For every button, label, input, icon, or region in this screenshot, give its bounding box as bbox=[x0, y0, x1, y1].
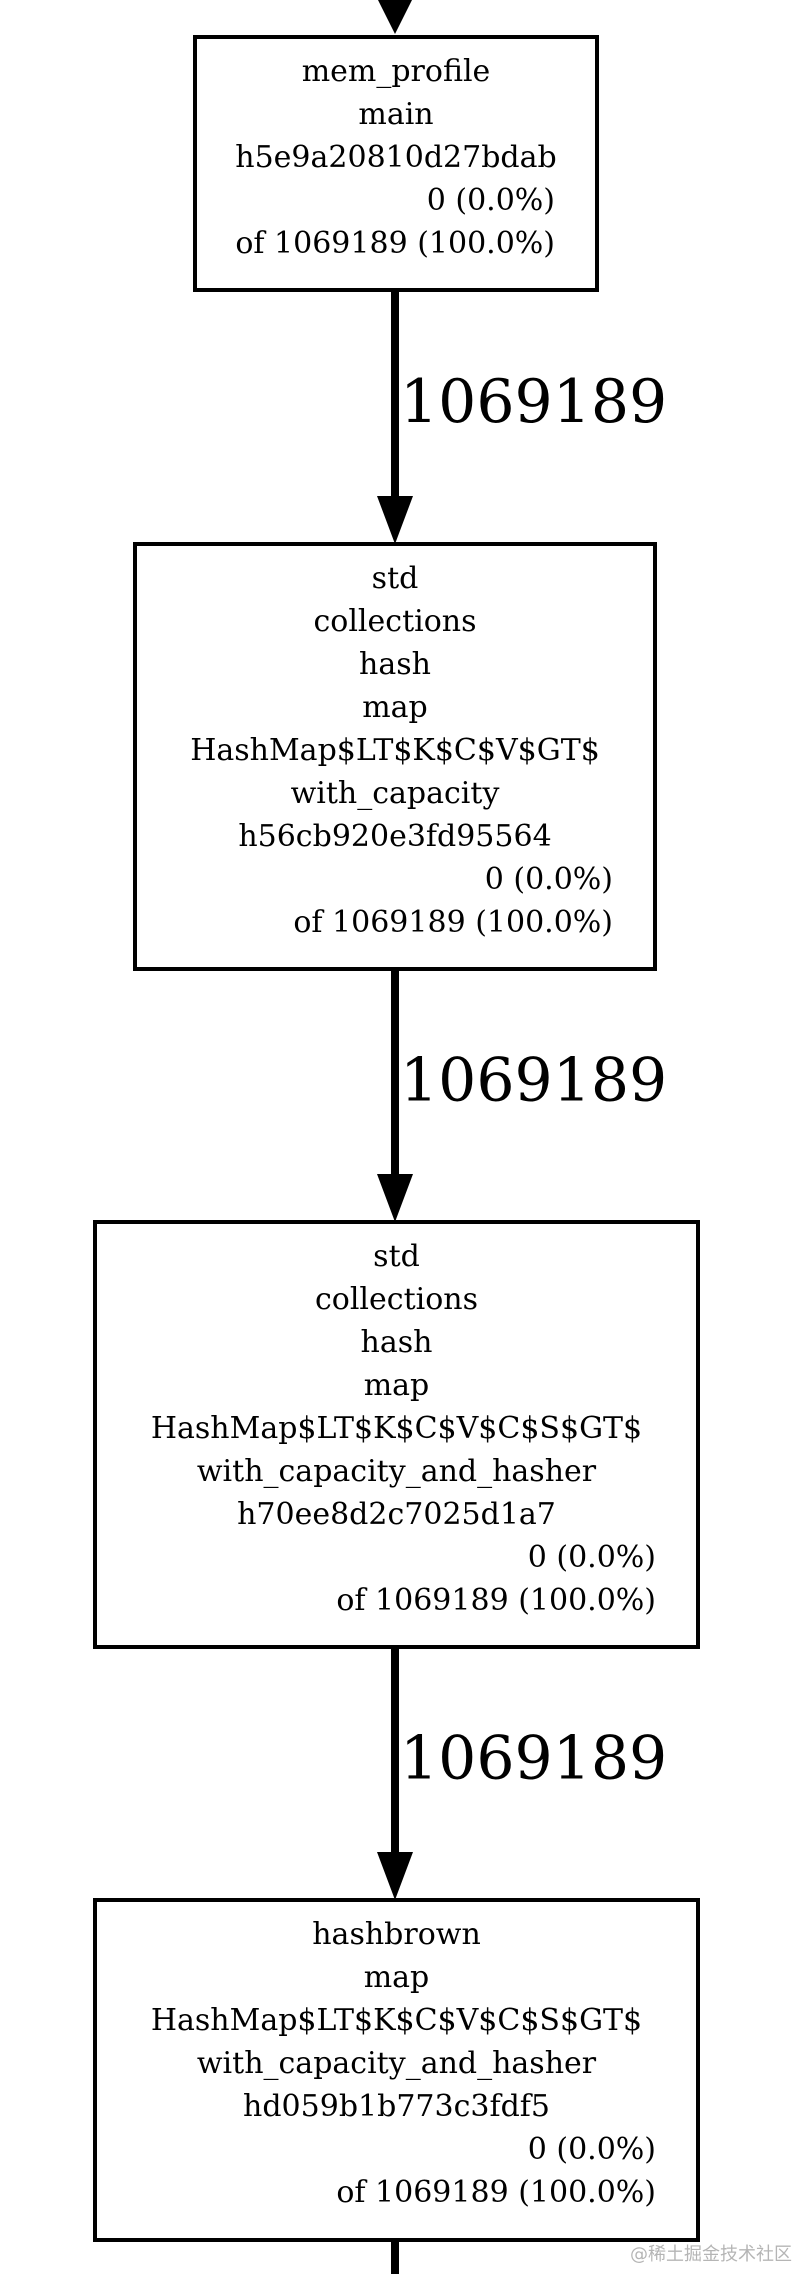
node-flat-value: 0 (0.0%) bbox=[485, 862, 613, 897]
node-name-line: hash bbox=[359, 647, 431, 682]
node-flat-value: 0 (0.0%) bbox=[528, 2132, 656, 2167]
node-name-line: mem_profile bbox=[302, 54, 491, 89]
node-name-line: collections bbox=[315, 1282, 478, 1317]
edges-layer: 1069189 1069189 1069189 bbox=[377, 0, 667, 2274]
edge-weight-label: 1069189 bbox=[400, 1046, 667, 1116]
node-box bbox=[133, 542, 657, 971]
node-cumulative-value: of 1069189 (100.0%) bbox=[336, 1583, 656, 1618]
node-cumulative-value: of 1069189 (100.0%) bbox=[336, 2175, 656, 2210]
edge-weight-label: 1069189 bbox=[400, 1724, 667, 1794]
edge-arrowhead bbox=[377, 1852, 413, 1900]
edge-weight-label: 1069189 bbox=[400, 367, 667, 437]
node-name-line: h5e9a20810d27bdab bbox=[235, 140, 556, 175]
edge-arrowhead bbox=[377, 1174, 413, 1222]
node-box bbox=[93, 1898, 700, 2242]
function-node: std collections hash mapHashMap$LT$K$C$V$GT… bbox=[133, 542, 657, 971]
node-cumulative-value: of 1069189 (100.0%) bbox=[235, 226, 555, 261]
node-name-line: HashMap$LT$K$C$V$C$S$GT$ bbox=[151, 2003, 642, 2038]
node-name-line: h70ee8d2c7025d1a7 bbox=[237, 1497, 556, 1532]
node-name-line: collections bbox=[313, 604, 476, 639]
watermark-text: @稀土掘金技术社区 bbox=[630, 2244, 792, 2265]
node-name-line: hd059b1b773c3fdf5 bbox=[243, 2089, 550, 2124]
node-flat-value: 0 (0.0%) bbox=[528, 1540, 656, 1575]
node-name-line: std bbox=[373, 1239, 420, 1274]
node-name-line: HashMap$LT$K$C$V$C$S$GT$ bbox=[151, 1411, 642, 1446]
node-name-line: with_capacity_and_hasher bbox=[197, 2046, 597, 2081]
edge-arrowhead bbox=[377, 496, 413, 544]
node-name-line: HashMap$LT$K$C$V$GT$ bbox=[190, 733, 600, 768]
node-name-line: map bbox=[364, 1368, 430, 1403]
node-box bbox=[93, 1220, 700, 1649]
node-name-line: with_capacity_and_hasher bbox=[197, 1454, 597, 1489]
incoming-edge-arrowhead bbox=[378, 0, 412, 34]
node-flat-value: 0 (0.0%) bbox=[427, 183, 555, 218]
function-node: std collections hash mapHashMap$LT$K$C$V$C$… bbox=[93, 1220, 700, 1649]
node-name-line: with_capacity bbox=[291, 776, 500, 811]
node-name-line: map bbox=[362, 690, 428, 725]
node-name-line: hash bbox=[361, 1325, 433, 1360]
node-cumulative-value: of 1069189 (100.0%) bbox=[293, 905, 613, 940]
node-name-line: hashbrown bbox=[312, 1917, 481, 1952]
node-name-line: std bbox=[372, 561, 419, 596]
node-box bbox=[193, 35, 599, 292]
node-name-line: map bbox=[364, 1960, 430, 1995]
node-name-line: h56cb920e3fd95564 bbox=[238, 819, 551, 854]
node-name-line: main bbox=[358, 97, 433, 132]
